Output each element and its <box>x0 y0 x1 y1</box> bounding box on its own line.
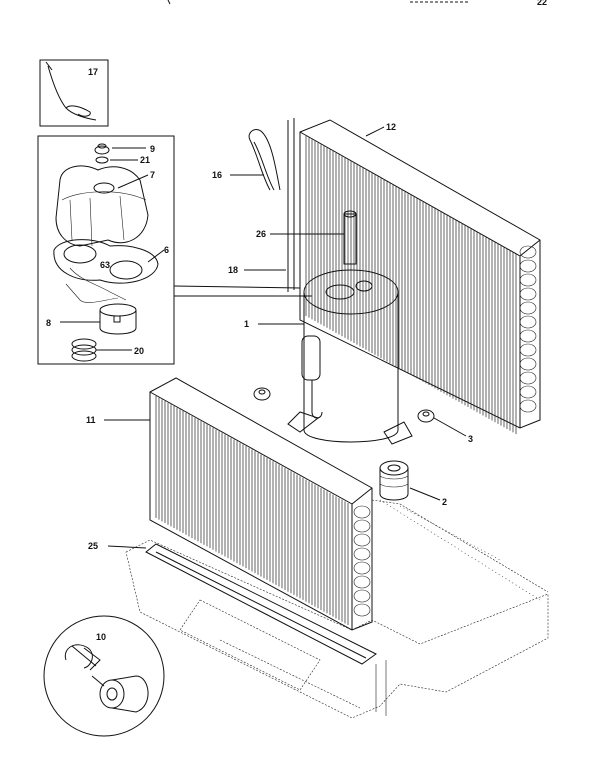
inset-overload-assembly <box>37 135 175 365</box>
tube-bend <box>519 259 537 273</box>
tube-bend <box>519 273 537 287</box>
capacitor-icon <box>43 615 165 737</box>
callout-10: 10 <box>96 632 106 642</box>
tube-bend <box>519 385 537 399</box>
callout-26: 26 <box>256 229 266 239</box>
evaporator-coil-icon <box>104 377 373 631</box>
tube-bend <box>519 315 537 329</box>
tube-bend <box>519 399 537 413</box>
tube-bend <box>353 547 371 561</box>
callout-16: 16 <box>212 170 222 180</box>
tube-bend <box>353 519 371 533</box>
tube-bend <box>353 575 371 589</box>
tube-bend <box>353 589 371 603</box>
compressor-icon <box>258 210 413 445</box>
top-edge-marks: 22 <box>167 0 547 7</box>
callout-20: 20 <box>134 346 144 356</box>
tube-bend <box>353 505 371 519</box>
condenser-coil-icon <box>299 119 541 434</box>
tube-bend <box>519 371 537 385</box>
callout-9: 9 <box>150 144 155 154</box>
callout-25: 25 <box>88 541 98 551</box>
tube-bend <box>519 343 537 357</box>
tube-bend <box>353 561 371 575</box>
callout-7: 7 <box>150 170 155 180</box>
grommet-icon <box>253 387 467 437</box>
page-corner-mark: 22 <box>537 0 547 7</box>
callout-3: 3 <box>468 434 473 444</box>
refrigerant-tubes <box>230 118 295 292</box>
callout-17: 17 <box>88 67 98 77</box>
inset-part-17 <box>39 59 109 127</box>
tube-bend <box>353 603 371 617</box>
callout-63: 63 <box>100 260 110 270</box>
tube-bend <box>519 329 537 343</box>
callout-21: 21 <box>140 155 150 165</box>
tube-bend <box>519 357 537 371</box>
tube-bend <box>519 287 537 301</box>
base-pan-icon <box>107 499 549 719</box>
callout-12: 12 <box>386 122 396 132</box>
callout-8: 8 <box>46 318 51 328</box>
callout-1: 1 <box>244 319 249 329</box>
callout-11: 11 <box>86 415 96 425</box>
callout-18: 18 <box>228 265 238 275</box>
callout-2: 2 <box>442 497 447 507</box>
callout-6: 6 <box>164 245 169 255</box>
isolator-icon <box>379 460 441 501</box>
tube-bend <box>519 301 537 315</box>
tube-bend <box>353 533 371 547</box>
tube-bend <box>519 245 537 259</box>
